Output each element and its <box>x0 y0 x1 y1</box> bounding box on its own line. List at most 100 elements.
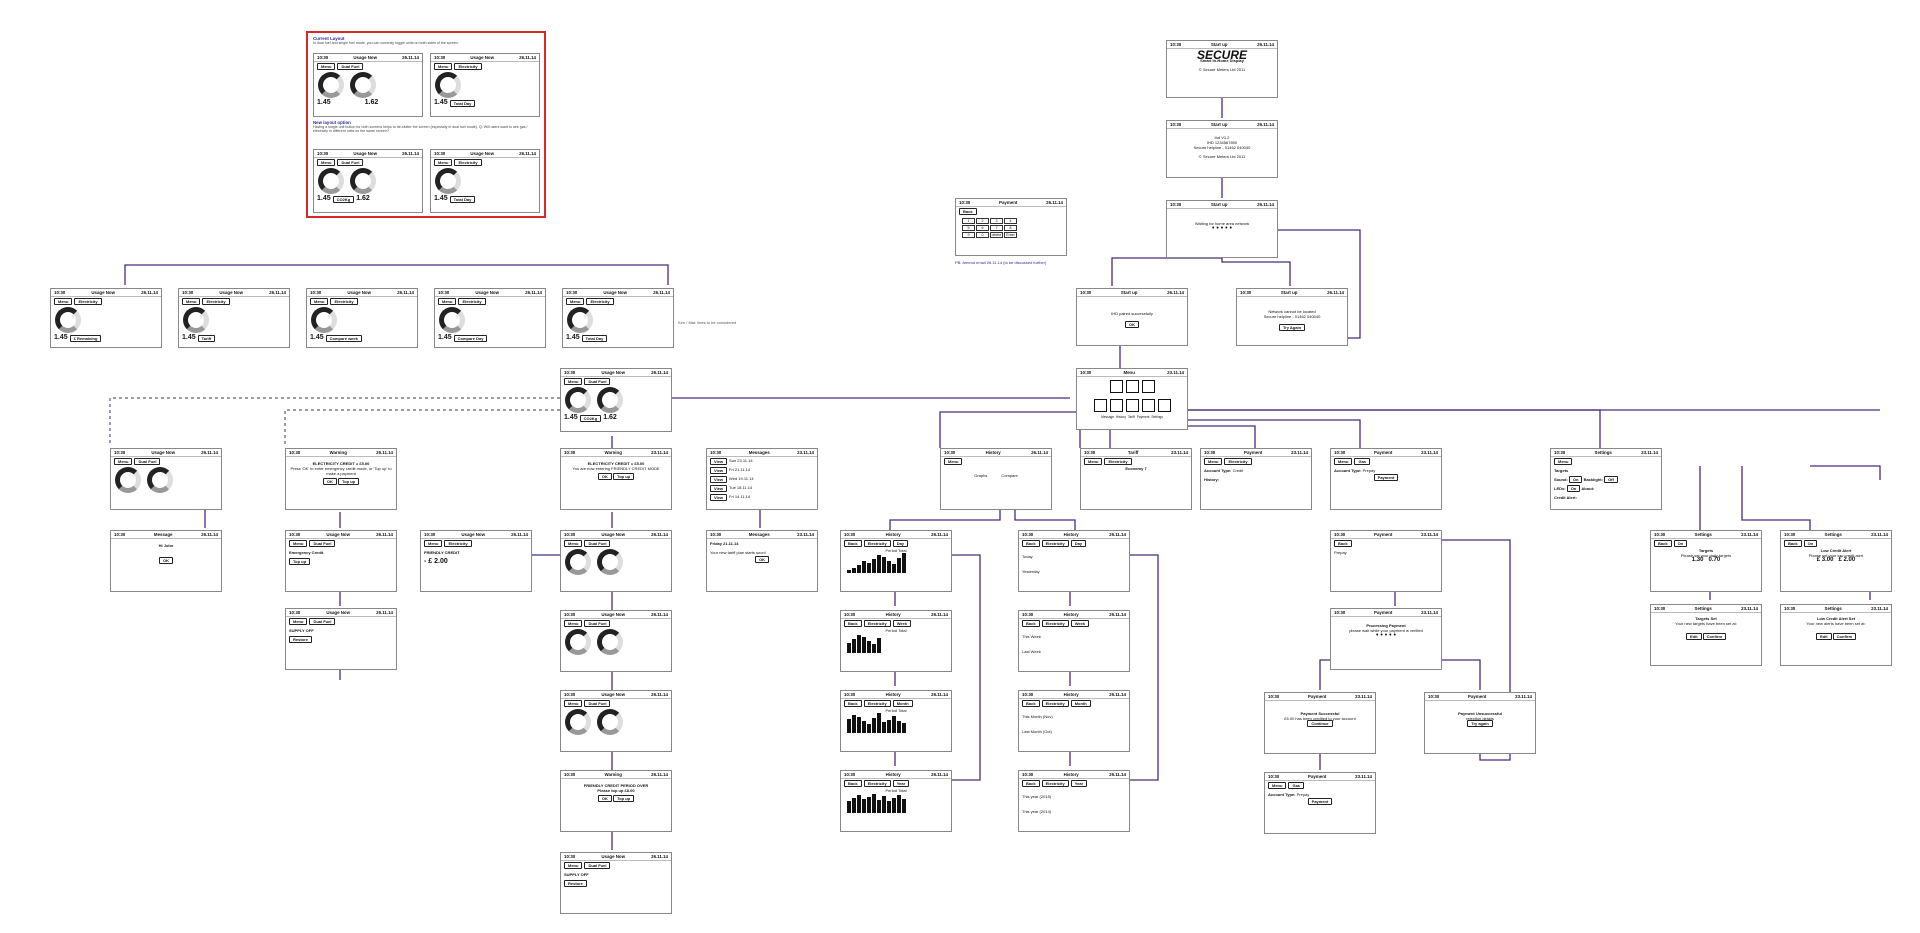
electricity-button[interactable]: Electricity <box>74 298 102 305</box>
usage-view-button[interactable]: Compare Day <box>453 335 488 342</box>
ok-button[interactable]: OK <box>1125 321 1139 328</box>
dual-fuel-button[interactable]: Dual Fuel <box>134 458 161 465</box>
electricity-button[interactable]: Electricity <box>202 298 230 305</box>
menu-button[interactable]: Menu <box>438 298 457 305</box>
electricity-button[interactable]: Electricity <box>586 298 614 305</box>
total-day-button[interactable]: Total Day <box>449 196 476 203</box>
menu-button[interactable]: Menu <box>434 63 453 70</box>
unit-button[interactable]: CO2Kg <box>332 196 355 203</box>
key-3[interactable]: 4 <box>1004 218 1017 224</box>
electricity-button[interactable]: Electricity <box>863 540 891 547</box>
usage-view-button[interactable]: Total Day <box>581 335 608 342</box>
menu-button[interactable]: Menu <box>424 540 443 547</box>
payment-button[interactable]: Payment <box>1373 474 1399 481</box>
period-button[interactable]: Year <box>892 780 910 787</box>
dual-fuel-button[interactable]: Dual Fuel <box>337 159 364 166</box>
view-button[interactable]: View <box>710 467 728 474</box>
alert-gas[interactable]: £ 2.00 <box>1838 557 1856 563</box>
dual-fuel-button[interactable]: Dual Fuel <box>584 620 611 627</box>
usage-view-button[interactable]: £ Remaining <box>69 335 102 342</box>
try-again-button[interactable]: Try Again <box>1278 324 1306 331</box>
period-button[interactable]: Day <box>1070 540 1087 547</box>
period-button[interactable]: Month <box>892 700 913 707</box>
key-7[interactable]: 8 <box>1004 225 1017 231</box>
key-11[interactable]: Enter <box>1004 232 1017 238</box>
menu-button[interactable]: Menu <box>1084 458 1103 465</box>
back-button[interactable]: Back <box>844 620 862 627</box>
gas-button[interactable]: Gas <box>1288 782 1305 789</box>
dual-fuel-button[interactable]: Dual Fuel <box>584 378 611 385</box>
menu-button[interactable]: Menu <box>182 298 201 305</box>
menu-button[interactable]: Menu <box>1268 782 1287 789</box>
electricity-button[interactable]: Electricity <box>454 63 482 70</box>
gas-icon[interactable] <box>1141 380 1155 393</box>
electricity-button[interactable]: Electricity <box>1041 620 1069 627</box>
history-icon[interactable] <box>1109 399 1123 412</box>
view-button[interactable]: View <box>710 458 728 465</box>
back-button[interactable]: Back <box>1022 780 1040 787</box>
key-8[interactable]: 9 <box>962 232 975 238</box>
tariff-icon[interactable] <box>1125 399 1139 412</box>
ok-button[interactable]: OK <box>322 478 337 485</box>
menu-button[interactable]: Menu <box>564 620 583 627</box>
back-button[interactable]: Back <box>844 780 862 787</box>
electricity-button[interactable]: Electricity <box>863 700 891 707</box>
edit-button[interactable]: Edit <box>1815 633 1832 640</box>
target-electricity[interactable]: 1.30 <box>1691 557 1704 563</box>
try-again-button[interactable]: Try again <box>1467 720 1493 727</box>
message-icon[interactable] <box>1093 399 1107 412</box>
menu-button[interactable]: Menu <box>566 298 585 305</box>
menu-button[interactable]: Menu <box>114 458 133 465</box>
period-button[interactable]: Month <box>1070 700 1091 707</box>
top-up-button[interactable]: Top up <box>613 795 635 802</box>
key-4[interactable]: 5 <box>962 225 975 231</box>
usage-view-button[interactable]: Tariff <box>197 335 216 342</box>
electricity-button[interactable]: Electricity <box>458 298 486 305</box>
dual-fuel-button[interactable]: Dual Fuel <box>337 63 364 70</box>
key-10[interactable]: delete <box>990 232 1003 238</box>
back-button[interactable]: Back <box>1022 700 1040 707</box>
ok-button[interactable]: OK <box>159 557 173 564</box>
menu-button[interactable]: Menu <box>434 159 453 166</box>
menu-button[interactable]: Menu <box>289 618 308 625</box>
targets-toggle[interactable]: On <box>1673 540 1688 547</box>
dual-fuel-button[interactable]: Dual Fuel <box>584 700 611 707</box>
key-9[interactable]: 0 <box>976 232 989 238</box>
restore-button[interactable]: Restore <box>564 880 587 887</box>
backlight-toggle[interactable]: Off <box>1604 476 1618 483</box>
fuel-icon[interactable] <box>1125 380 1139 393</box>
period-button[interactable]: Week <box>1070 620 1090 627</box>
ok-button[interactable]: OK <box>597 795 612 802</box>
electricity-button[interactable]: Electricity <box>1041 700 1069 707</box>
electricity-button[interactable]: Electricity <box>1041 540 1069 547</box>
total-day-button[interactable]: Total Day <box>449 100 476 107</box>
electricity-button[interactable]: Electricity <box>863 620 891 627</box>
sound-toggle[interactable]: On <box>1568 476 1583 483</box>
back-button[interactable]: Back <box>1784 540 1802 547</box>
menu-button[interactable]: Menu <box>310 298 329 305</box>
back-button[interactable]: Back <box>959 208 977 215</box>
confirm-button[interactable]: Confirm <box>1832 633 1857 640</box>
key-1[interactable]: 2 <box>976 218 989 224</box>
key-0[interactable]: 1 <box>962 218 975 224</box>
dual-fuel-button[interactable]: Dual Fuel <box>584 540 611 547</box>
ok-button[interactable]: OK <box>755 556 769 563</box>
back-button[interactable]: Back <box>1022 620 1040 627</box>
electricity-button[interactable]: Electricity <box>330 298 358 305</box>
dual-fuel-button[interactable]: Dual Fuel <box>309 540 336 547</box>
back-button[interactable]: Back <box>1022 540 1040 547</box>
menu-button[interactable]: Menu <box>564 700 583 707</box>
electricity-button[interactable]: Electricity <box>444 540 472 547</box>
menu-button[interactable]: Menu <box>1204 458 1223 465</box>
menu-button[interactable]: Menu <box>317 63 336 70</box>
settings-icon[interactable] <box>1157 399 1171 412</box>
top-up-button[interactable]: Top up <box>289 558 311 565</box>
electricity-button[interactable]: Electricity <box>1224 458 1252 465</box>
menu-button[interactable]: Menu <box>54 298 73 305</box>
key-5[interactable]: 6 <box>976 225 989 231</box>
unit-button[interactable]: CO2Kg <box>579 415 602 422</box>
back-button[interactable]: Back <box>844 700 862 707</box>
back-button[interactable]: Back <box>844 540 862 547</box>
leds-toggle[interactable]: On <box>1566 485 1581 492</box>
view-button[interactable]: View <box>710 485 728 492</box>
